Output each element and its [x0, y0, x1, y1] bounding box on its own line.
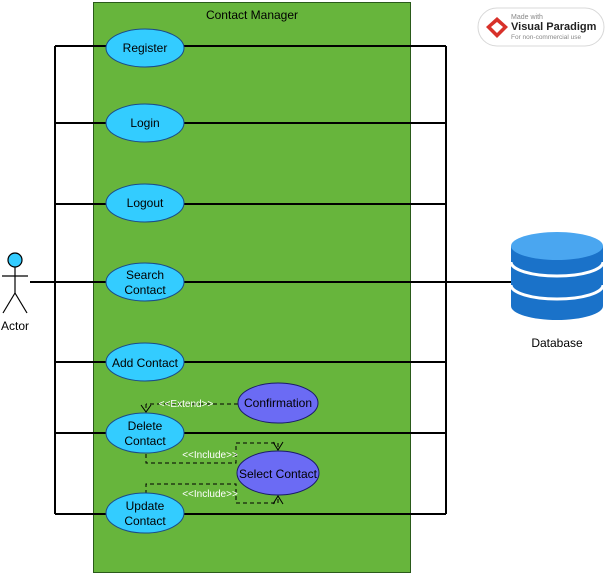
usecase-search-line2: Contact — [124, 283, 166, 297]
include-label-2: <<Include>> — [182, 489, 238, 500]
usecase-search-contact[interactable]: Search Contact — [105, 262, 185, 302]
usecase-login-label: Login — [130, 116, 159, 130]
visual-paradigm-watermark: Made with Visual Paradigm For non-commer… — [477, 7, 605, 47]
relation-lines — [145, 403, 279, 504]
database-icon[interactable] — [509, 232, 605, 320]
actor-icon[interactable] — [2, 252, 28, 314]
usecase-add-contact[interactable]: Add Contact — [105, 342, 185, 382]
usecase-search-line1: Search — [126, 268, 164, 282]
actor-connector-lines — [30, 45, 107, 515]
database-connector-lines — [184, 45, 512, 515]
usecase-register[interactable]: Register — [105, 28, 185, 68]
include-label-1: <<Include>> — [182, 450, 238, 461]
usecase-confirmation-label: Confirmation — [244, 396, 312, 410]
usecase-delete-line1: Delete — [128, 419, 163, 433]
usecase-confirmation[interactable]: Confirmation — [237, 382, 319, 424]
relation-arrowheads — [140, 404, 284, 505]
usecase-logout[interactable]: Logout — [105, 183, 185, 223]
watermark-line1: Made with — [511, 14, 543, 21]
usecase-update-contact[interactable]: Update Contact — [105, 492, 185, 534]
database-label: Database — [531, 336, 583, 350]
watermark-line2: Visual Paradigm — [511, 21, 597, 33]
extend-label: <<Extend>> — [159, 399, 214, 410]
usecase-update-line1: Update — [126, 499, 165, 513]
usecase-select-label: Select Contact — [239, 467, 318, 481]
usecase-delete-line2: Contact — [124, 434, 166, 448]
visual-paradigm-logo-icon — [486, 17, 508, 38]
usecase-delete-contact[interactable]: Delete Contact — [105, 412, 185, 454]
usecase-login[interactable]: Login — [105, 103, 185, 143]
actor-label: Actor — [1, 319, 29, 333]
watermark-line3: For non-commercial use — [511, 34, 581, 41]
usecase-register-label: Register — [123, 41, 168, 55]
usecase-select-contact[interactable]: Select Contact — [236, 450, 320, 496]
system-title: Contact Manager — [206, 8, 298, 22]
usecase-logout-label: Logout — [127, 196, 164, 210]
usecase-update-line2: Contact — [124, 514, 166, 528]
usecase-add-label: Add Contact — [112, 356, 179, 370]
